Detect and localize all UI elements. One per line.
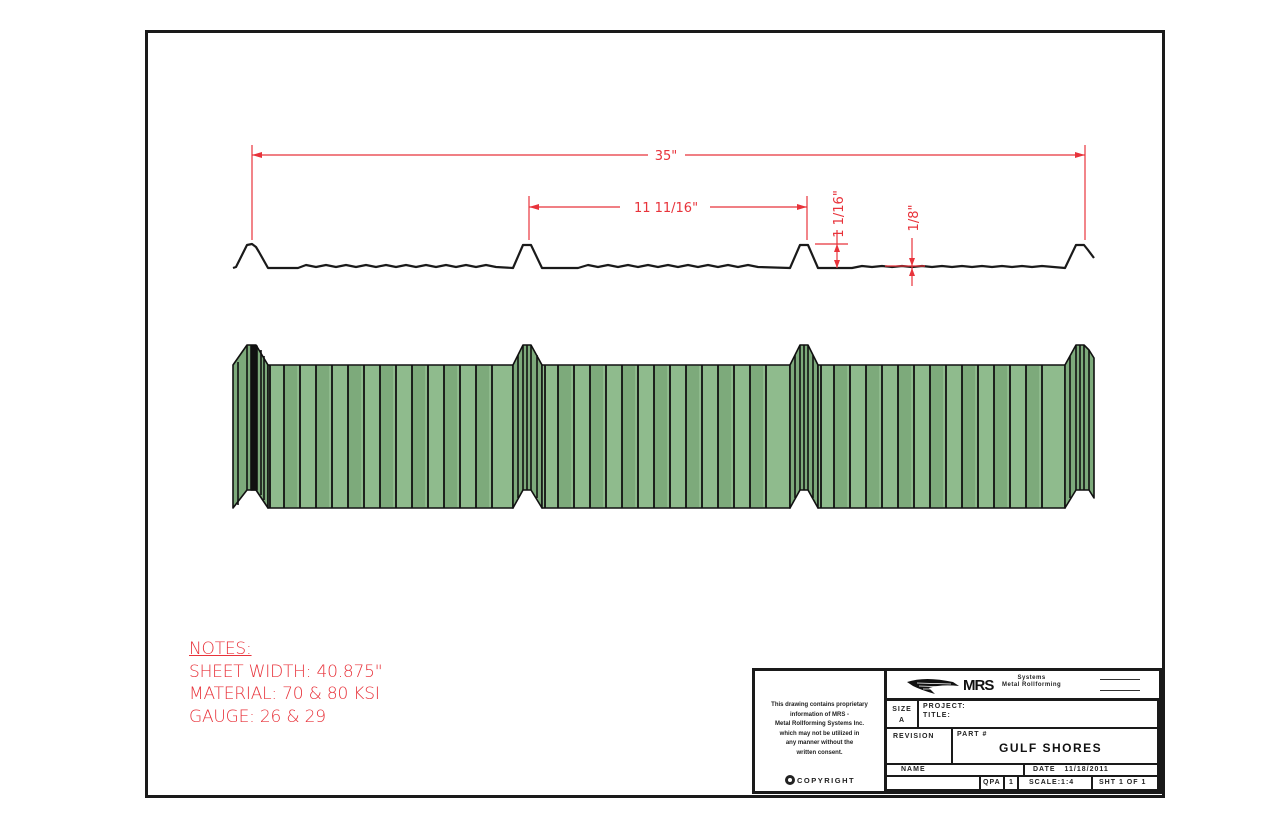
revision-label: REVISION	[893, 733, 935, 740]
part-number-value: GULF SHORES	[999, 741, 1103, 755]
disclaimer-line: any manner without the	[785, 740, 854, 746]
profile-section-view	[232, 242, 1095, 270]
signature-line	[1100, 679, 1140, 680]
title-block: This drawing contains proprietary inform…	[752, 668, 1162, 794]
qty-label: QPA	[983, 779, 1001, 786]
sheet-label: SHT 1 OF 1	[1099, 779, 1147, 786]
signature-line	[1100, 690, 1140, 691]
copyright-icon	[785, 775, 795, 785]
size-label: SIZE	[892, 706, 912, 713]
dimension-minor-rib	[885, 238, 925, 286]
copyright-label: COPYRIGHT	[797, 775, 856, 785]
date-label: DATE	[1033, 766, 1056, 773]
disclaimer-line: Metal Rollforming Systems Inc.	[774, 721, 865, 727]
name-label: NAME	[901, 766, 926, 773]
mrs-wing-logo-icon	[907, 679, 959, 694]
part-label: PART #	[957, 731, 988, 738]
size-cell: SIZE A	[885, 698, 919, 729]
date-value: 11/18/2011	[1064, 766, 1109, 773]
dimension-rib-spacing	[528, 196, 808, 240]
dimension-label-rib-spacing: 11 11/16"	[634, 201, 698, 216]
company-logo-row: MRS Systems Metal Rollforming	[887, 671, 1159, 701]
logo-subtitle-line: Systems	[1017, 675, 1046, 681]
note-sheet-width: SHEET WIDTH: 40.875"	[189, 661, 383, 682]
sheet-cell: SHT 1 OF 1	[1091, 775, 1159, 791]
panel-minor-ribs	[269, 365, 1043, 508]
qty-label-cell: QPA	[979, 775, 1005, 791]
project-label: PROJECT:	[923, 703, 966, 710]
notes-title: NOTES:	[189, 639, 252, 659]
scale-label: SCALE:1:4	[1029, 779, 1075, 786]
mrs-logo-text: MRS	[963, 677, 994, 694]
disclaimer-line: written consent.	[796, 749, 843, 756]
project-title-cell: PROJECT: TITLE:	[917, 698, 1159, 729]
copyright-notice: COPYRIGHT	[785, 775, 855, 785]
disclaimer-line: This drawing contains proprietary	[771, 702, 868, 708]
dimension-label-overall-width: 35"	[655, 149, 678, 164]
dimension-label-minor-rib: 1/8"	[907, 205, 922, 232]
part-number-cell: PART # GULF SHORES	[951, 727, 1159, 765]
scale-cell: SCALE:1:4	[1017, 775, 1093, 791]
revision-cell: REVISION	[885, 727, 953, 765]
size-value: A	[898, 717, 906, 724]
proprietary-disclaimer: This drawing contains proprietary inform…	[755, 671, 887, 791]
dimension-label-rib-height: 1 1/16"	[832, 190, 847, 238]
drawing-sheet-border	[145, 30, 1165, 798]
note-material: MATERIAL: 70 & 80 KSI	[189, 684, 380, 704]
disclaimer-line: which may not be utilized in	[779, 730, 860, 737]
title-label: TITLE:	[923, 712, 951, 719]
logo-subtitle-line: Metal Rollforming	[1002, 682, 1062, 688]
disclaimer-line: information of MRS -	[790, 711, 849, 718]
logo-subtitle: Systems Metal Rollforming	[1002, 675, 1061, 689]
dimension-rib-height	[815, 230, 848, 268]
note-gauge: GAUGE: 26 & 29	[189, 706, 326, 727]
dimension-overall-width	[251, 145, 1086, 240]
notes-block: NOTES: SHEET WIDTH: 40.875" MATERIAL: 70…	[189, 638, 383, 728]
qty-value: 1	[1009, 779, 1014, 786]
blank-cell	[885, 775, 981, 791]
